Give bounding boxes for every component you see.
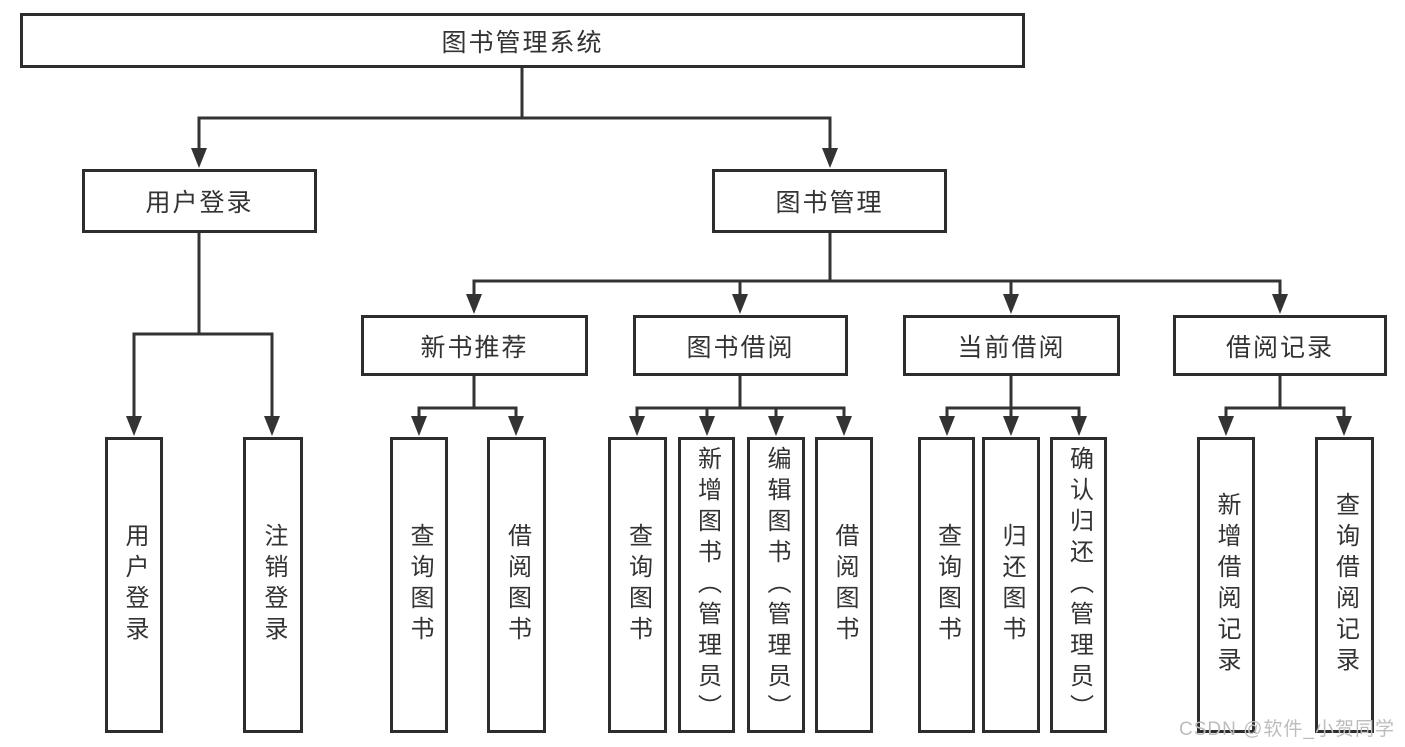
node-borrow-records: 借阅记录 — [1173, 315, 1387, 376]
arrowhead-icon — [508, 416, 524, 436]
arrowhead-icon — [1336, 416, 1352, 436]
node-borrow-books: 借阅图书 — [815, 437, 873, 733]
arrowhead-icon — [1272, 294, 1288, 314]
node-user-login: 用户登录 — [82, 169, 317, 233]
arrowhead-icon — [699, 416, 715, 436]
node-edit-books-admin: 编辑图书（管理员） — [747, 437, 805, 733]
node-label: 新增借阅记录 — [1213, 492, 1240, 678]
arrowhead-icon — [411, 416, 427, 436]
node-label: 归还图书 — [998, 523, 1025, 647]
arrowhead-icon — [1071, 416, 1087, 436]
csdn-watermark: CSDN @软件_小贺同学 — [1179, 719, 1395, 740]
arrowhead-icon — [264, 416, 280, 436]
node-label: 注销登录 — [260, 523, 287, 647]
node-new-book-recommend: 新书推荐 — [361, 315, 588, 376]
node-user-login-action: 用户登录 — [105, 437, 163, 733]
arrowhead-icon — [191, 148, 207, 168]
node-label: 借阅图书 — [503, 523, 531, 647]
arrowhead-icon — [629, 416, 645, 436]
node-label: 图书借阅 — [686, 333, 795, 362]
node-label: 用户登录 — [121, 523, 148, 647]
node-query-borrow-record: 查询借阅记录 — [1315, 437, 1374, 733]
node-confirm-return-admin: 确认归还（管理员） — [1050, 437, 1107, 733]
node-query-books-current: 查询图书 — [918, 437, 975, 733]
node-label: 借阅记录 — [1225, 333, 1334, 362]
node-label: 查询图书 — [406, 523, 433, 647]
node-current-borrowing: 当前借阅 — [903, 315, 1120, 376]
arrowhead-icon — [732, 294, 748, 314]
node-label: 借阅图书 — [831, 523, 858, 647]
arrowhead-icon — [466, 294, 482, 314]
arrowhead-icon — [126, 416, 142, 436]
arrowhead-icon — [768, 416, 784, 436]
node-label: 编辑图书（管理员） — [763, 445, 790, 725]
arrowhead-icon — [1003, 294, 1019, 314]
node-borrow-books-recommend: 借阅图书 — [487, 437, 546, 733]
node-label: 查询图书 — [933, 523, 961, 647]
node-library-system: 图书管理系统 — [20, 13, 1025, 68]
node-label: 当前借阅 — [957, 333, 1066, 362]
node-query-books-borrow: 查询图书 — [608, 437, 667, 733]
node-label: 新增图书（管理员） — [693, 445, 721, 725]
node-query-books-recommend: 查询图书 — [390, 437, 448, 733]
node-label: 查询借阅记录 — [1331, 492, 1359, 678]
node-book-management: 图书管理 — [712, 169, 947, 233]
node-add-books-admin: 新增图书（管理员） — [678, 437, 735, 733]
node-book-borrowing: 图书借阅 — [633, 315, 848, 376]
node-label: 确认归还（管理员） — [1065, 445, 1093, 725]
node-label: 查询图书 — [624, 523, 652, 647]
node-label: 图书管理 — [775, 189, 884, 217]
node-return-books: 归还图书 — [982, 437, 1040, 733]
arrowhead-icon — [939, 416, 955, 436]
node-label: 图书管理系统 — [441, 28, 604, 57]
node-label: 新书推荐 — [420, 333, 529, 362]
node-add-borrow-record: 新增借阅记录 — [1197, 437, 1255, 733]
arrowhead-icon — [1003, 416, 1019, 436]
arrowhead-icon — [1218, 416, 1234, 436]
node-logout: 注销登录 — [243, 437, 303, 733]
arrowhead-icon — [822, 148, 838, 168]
arrowhead-icon — [836, 416, 852, 436]
node-label: 用户登录 — [145, 189, 254, 217]
